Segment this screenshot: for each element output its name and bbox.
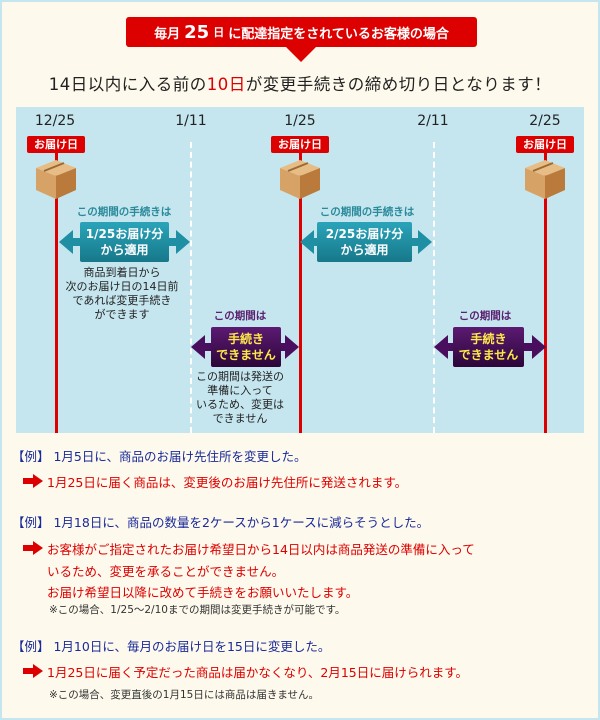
window-caption: この期間の手続きは (319, 206, 415, 218)
headline: 14日以内に入る前の10日が変更手続きの締め切り日となります！ (0, 71, 600, 95)
arrow-label: から適用 (340, 243, 389, 257)
example-note: ※この場合、1/25〜2/10までの期間は変更手続きが可能です。 (49, 604, 346, 616)
package-icon (525, 160, 565, 199)
blocked-arrow: 手続きできません (191, 327, 299, 367)
date-label: 1/25 (284, 113, 316, 129)
example-result: お届け希望日以降に改めて手続きをお願いいたします。 (47, 585, 359, 600)
arrow-label: できません (458, 348, 519, 362)
window-caption: この期間の手続きは (76, 206, 172, 218)
delivery-tag: お届け日 (27, 136, 85, 153)
example-result: 1月25日に届く商品は、変更後のお届け先住所に発送されます。 (47, 475, 408, 490)
delivery-tag: お届け日 (516, 136, 574, 153)
package-icon (36, 160, 76, 199)
example-case: 【例】 1月18日に、商品の数量を2ケースから1ケースに減らそうとした。 (12, 515, 430, 530)
arrow-label: 2/25お届け分 (325, 227, 404, 241)
example-result: 1月25日に届く予定だった商品は届かなくなり、2月15日に届けられます。 (47, 665, 468, 680)
divider-line (433, 142, 435, 433)
date-label: 2/11 (417, 113, 449, 129)
example-note: ※この場合、変更直後の1月15日には商品は届きません。 (49, 689, 320, 701)
blocked-caption: この期間は (458, 310, 512, 322)
blocked-arrow: 手続きできません (434, 327, 546, 367)
arrow-label: 手続き (227, 332, 264, 346)
delivery-line (299, 150, 302, 433)
banner-text-post: に配達指定をされているお客様の場合 (228, 26, 449, 42)
package-icon (280, 160, 320, 199)
example-case: 【例】 1月5日に、商品のお届け先住所を変更した。 (12, 449, 307, 464)
arrow-label: から適用 (100, 243, 149, 257)
arrow-label: 手続き (470, 332, 507, 346)
blocked-description: この期間は発送の準備に入っているため、変更はできません (196, 370, 284, 425)
headline-highlight: 10日 (206, 75, 246, 94)
date-label: 2/25 (529, 113, 561, 129)
right-arrow-icon (23, 664, 43, 678)
divider-line (190, 142, 192, 433)
delivery-line (544, 150, 547, 433)
headline-text: 14日以内に入る前の (48, 75, 207, 94)
example-case: 【例】 1月10日に、毎月のお届け日を15日に変更した。 (12, 639, 331, 654)
date-label: 12/25 (34, 113, 76, 129)
banner-text: 毎月 (154, 26, 181, 42)
banner-day-suffix: 日 (213, 26, 225, 39)
arrow-label: 1/25お届け分 (85, 227, 164, 241)
delivery-line (55, 150, 58, 433)
banner-day: 25 (184, 21, 210, 43)
arrow-label: できません (216, 348, 276, 362)
blocked-caption: この期間は (213, 310, 267, 322)
date-label: 1/11 (175, 113, 207, 129)
window-description: 商品到着日から次のお届け日の14日前であれば変更手続きができます (65, 266, 179, 321)
banner-pointer (285, 46, 317, 62)
example-result: いるため、変更を承ることができません。 (47, 564, 285, 579)
right-arrow-icon (23, 474, 43, 488)
right-arrow-icon (23, 541, 43, 555)
headline-text-post: が変更手続きの締め切り日となります！ (245, 75, 552, 94)
applies-from-arrow: 1/25お届け分から適用 (59, 222, 190, 262)
applies-from-arrow: 2/25お届け分から適用 (300, 222, 432, 262)
delivery-tag: お届け日 (271, 136, 329, 153)
example-result: お客様がご指定されたお届け希望日から14日以内は商品発送の準備に入って (47, 542, 475, 557)
